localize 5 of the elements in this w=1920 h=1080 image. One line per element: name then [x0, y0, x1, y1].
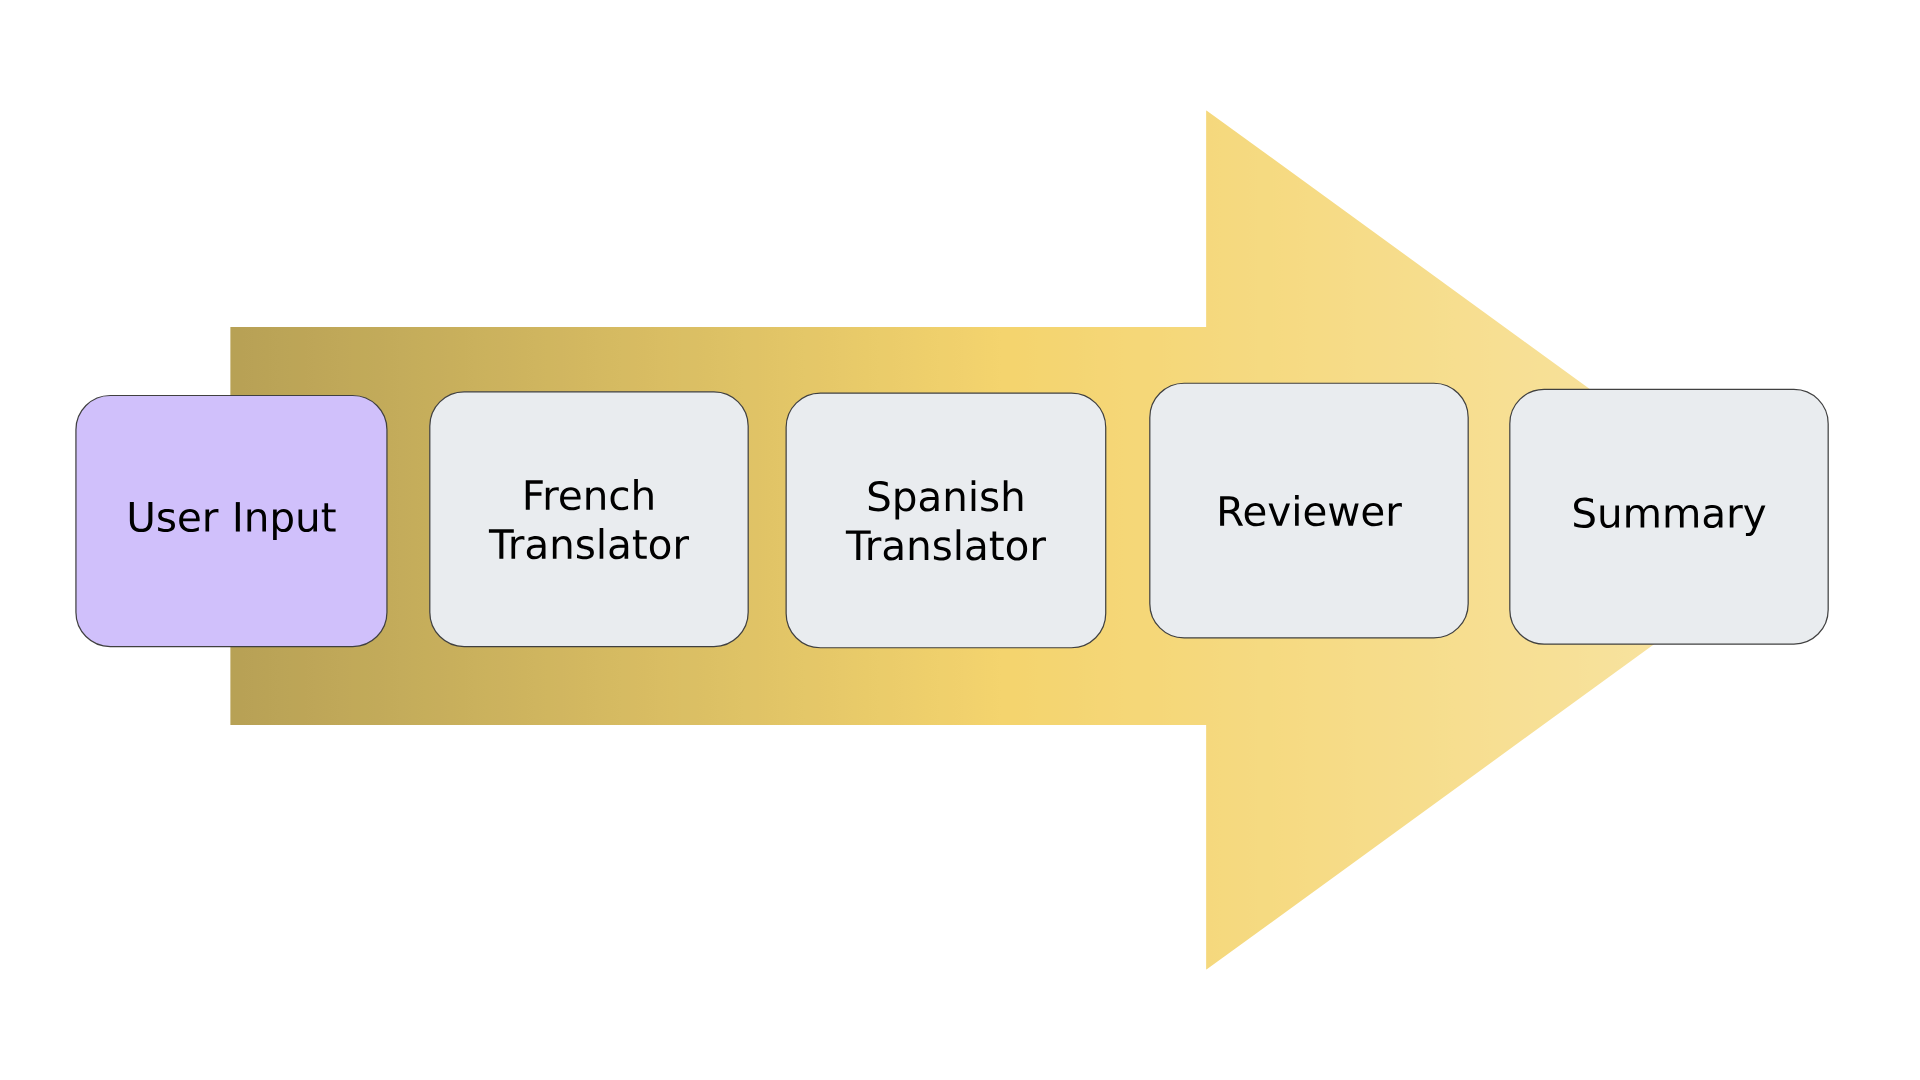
- process-box: Spanish Translator: [785, 392, 1107, 649]
- process-box: Summary: [1509, 388, 1829, 645]
- process-box: French Translator: [429, 391, 749, 648]
- process-box: Reviewer: [1149, 382, 1469, 639]
- input-box: User Input: [75, 394, 388, 648]
